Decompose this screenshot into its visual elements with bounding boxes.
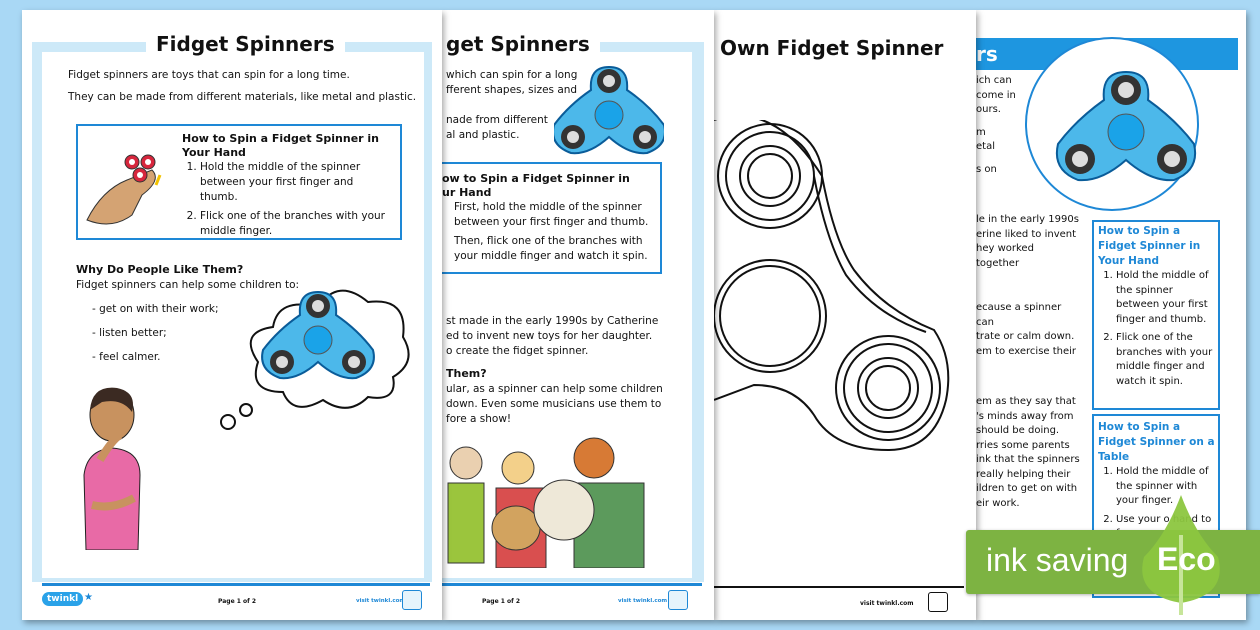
- body-line: ink that the spinners: [976, 454, 1080, 465]
- howto-step-1: First, hold the middle of the spinner be…: [454, 201, 649, 228]
- box-heading: How to Spin a Fidget Spinner on a Table: [1098, 421, 1215, 463]
- footer-rule: [714, 586, 964, 588]
- twinkl-logo[interactable]: twinkl: [42, 592, 84, 606]
- page-title: Fidget Spinners: [146, 32, 345, 56]
- page-number: Page 1 of 2: [218, 598, 256, 605]
- box-step-1: Hold the middle of the spinner between y…: [1116, 269, 1216, 327]
- eco-badge: Eco: [1157, 541, 1216, 577]
- why-line: down. Even some musicians use them to: [446, 398, 662, 410]
- body-line: etal: [976, 141, 995, 152]
- history-text: st made in the early 1990s by Catherine …: [446, 314, 666, 359]
- circled-spinner-illustration: [1025, 37, 1199, 211]
- body-column: ich can come in ours. m etal s on le in …: [976, 74, 1080, 511]
- ink-saving-label: ink saving: [986, 542, 1129, 578]
- hand-spinner-illustration: [86, 154, 162, 225]
- body-line: ildren to get on with: [976, 483, 1078, 494]
- howto-heading-cont: ur Hand: [442, 186, 492, 199]
- body-line: come in: [976, 89, 1016, 101]
- body-line: ich can: [976, 75, 1012, 86]
- why-line: fore a show!: [446, 413, 512, 425]
- page-title: Own Fidget Spinner: [714, 36, 954, 60]
- body-line: em to exercise their: [976, 345, 1077, 357]
- body-line: le in the early 1990s: [976, 214, 1079, 225]
- howto-heading: ow to Spin a Fidget Spinner in: [442, 172, 630, 185]
- musicians-illustration: [447, 437, 645, 568]
- box-step-1: Hold the middle of the spinner with your…: [1116, 465, 1216, 509]
- intro-line: nade from different: [446, 114, 548, 126]
- howto-step-1: Hold the middle of the spinner between y…: [200, 160, 394, 205]
- star-icon: ★: [84, 592, 93, 603]
- why-lead: Fidget spinners can help some children t…: [76, 279, 300, 291]
- body-line: erine liked to invent: [976, 228, 1077, 240]
- why-line: ular, as a spinner can help some childre…: [446, 383, 663, 395]
- body-line: em as they say that: [976, 396, 1076, 407]
- intro-line: which can spin for a long: [446, 69, 578, 81]
- intro-text: which can spin for a long fferent shapes…: [446, 68, 596, 143]
- bullet-1: get on with their work;: [92, 302, 218, 317]
- box-step-2: Flick one of the branches with your midd…: [1116, 331, 1216, 389]
- spinner-colouring-outline: [714, 120, 950, 452]
- worksheet-page-1: Fidget Spinners Fidget spinners are toys…: [22, 10, 442, 620]
- twinkl-link[interactable]: visit twinkl.com: [356, 598, 406, 604]
- body-line: eir work.: [976, 497, 1020, 509]
- body-line: m: [976, 126, 986, 138]
- why-heading: Why Do People Like Them?: [76, 263, 244, 276]
- footer-rule: [442, 583, 702, 586]
- page-title: get Spinners: [442, 32, 600, 56]
- howto-step-2: Then, flick one of the branches with you…: [454, 235, 648, 262]
- intro-line-1: Fidget spinners are toys that can spin f…: [68, 69, 350, 81]
- why-text: ular, as a spinner can help some childre…: [446, 382, 666, 427]
- why-heading: Them?: [446, 367, 487, 380]
- leaf-icon: [1142, 495, 1220, 615]
- why-bullets: get on with their work; listen better; f…: [92, 302, 219, 374]
- intro-line: al and plastic.: [446, 129, 520, 141]
- thinking-child-illustration: [83, 387, 141, 550]
- howto-heading: How to Spin a Fidget Spinner in Your Han…: [182, 132, 380, 159]
- page-title: rs: [976, 42, 998, 66]
- quality-badge-icon: [402, 590, 422, 610]
- body-line: 's minds away from: [976, 410, 1074, 422]
- spinner-illustration: [554, 65, 664, 155]
- how-to-box: How to Spin a Fidget Spinner in Your Han…: [76, 124, 402, 240]
- body-line: should be doing.: [976, 425, 1060, 436]
- bullet-3: feel calmer.: [92, 350, 219, 365]
- box-heading: How to Spin a Fidget Spinner in Your Han…: [1098, 225, 1201, 267]
- how-to-box: ow to Spin a Fidget Spinner in ur Hand F…: [442, 162, 662, 274]
- worksheet-page-2: get Spinners which can spin for a long f…: [442, 10, 714, 620]
- history-line: st made in the early 1990s by Catherine: [446, 315, 659, 327]
- body-line: ours.: [976, 104, 1001, 115]
- history-line: o create the fidget spinner.: [446, 345, 589, 357]
- body-line: really helping their: [976, 468, 1071, 480]
- page-number: Page 1 of 2: [482, 598, 520, 605]
- body-line: s on: [976, 163, 997, 175]
- history-line: ed to invent new toys for her daughter.: [446, 330, 653, 342]
- bullet-2: listen better;: [92, 326, 219, 341]
- intro-line: fferent shapes, sizes and: [446, 84, 578, 96]
- quality-badge-icon: [668, 590, 688, 610]
- twinkl-link[interactable]: visit twinkl.com: [618, 598, 668, 604]
- body-line: ecause a spinner can: [976, 302, 1062, 328]
- intro-line-2: They can be made from different material…: [68, 91, 417, 103]
- body-line: rries some parents: [976, 439, 1070, 451]
- footer-rule: [42, 583, 430, 586]
- howto-step-2: Flick one of the branches with your midd…: [200, 209, 394, 239]
- worksheet-page-3: Own Fidget Spinner visit twinkl.com: [714, 10, 976, 620]
- body-line: trate or calm down.: [976, 331, 1075, 342]
- hand-howto-box: How to Spin a Fidget Spinner in Your Han…: [1092, 220, 1220, 410]
- quality-badge-icon: [928, 592, 948, 612]
- twinkl-link[interactable]: visit twinkl.com: [860, 600, 914, 607]
- body-line: hey worked together: [976, 243, 1034, 269]
- thought-bubble-spinner-illustration: [220, 289, 410, 430]
